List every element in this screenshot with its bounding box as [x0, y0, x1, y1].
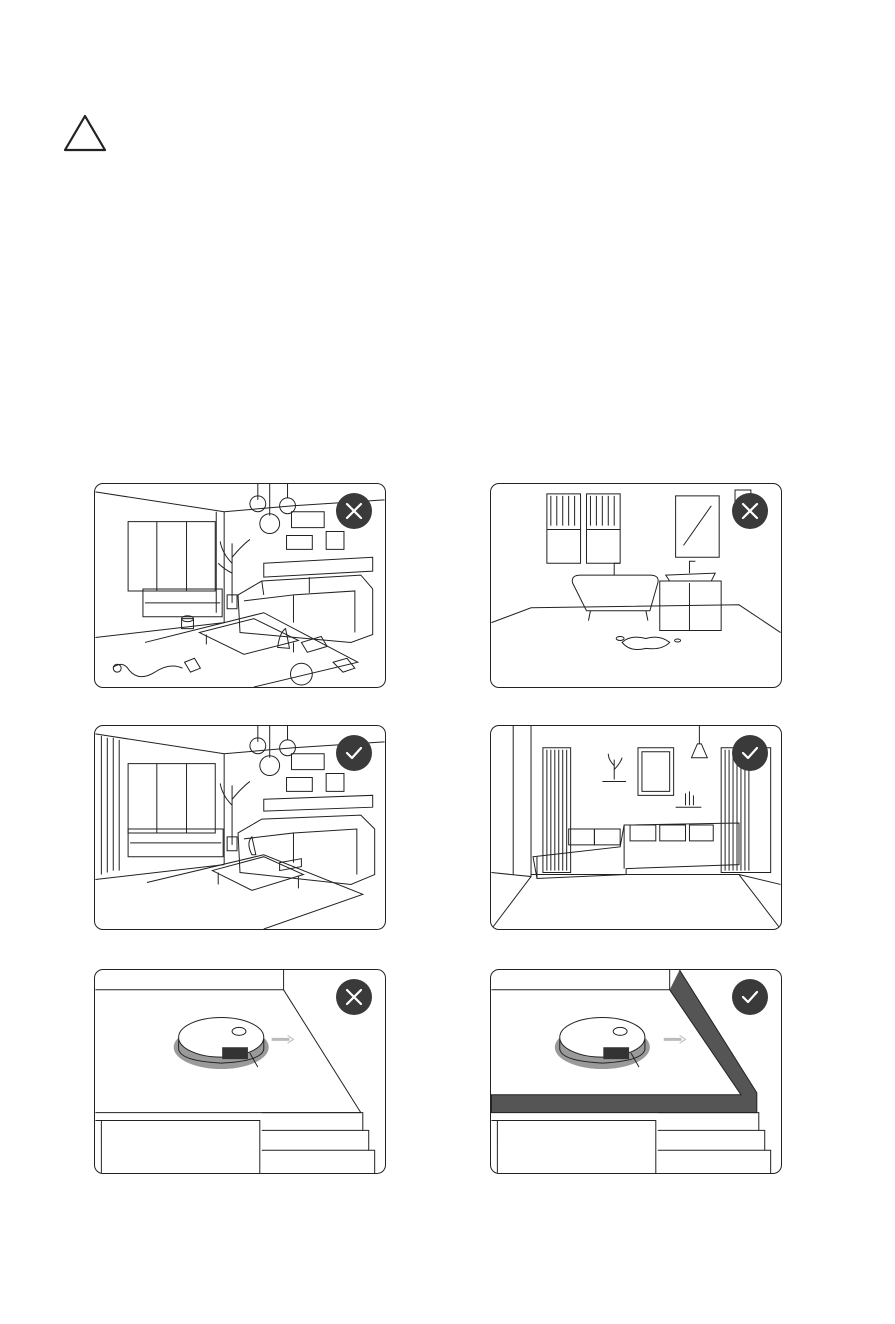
cross-badge — [732, 493, 768, 529]
check-badge — [732, 735, 768, 771]
cross-icon — [343, 986, 365, 1008]
check-icon — [739, 986, 761, 1008]
scene-robot-barrier-edge — [490, 969, 782, 1174]
cross-badge — [336, 493, 372, 529]
check-badge — [336, 735, 372, 771]
check-icon — [343, 742, 365, 764]
scene-robot-unprotected-edge — [94, 969, 386, 1174]
check-icon — [739, 742, 761, 764]
scene-tidy-living-room — [94, 725, 386, 930]
scene-cluttered-living-room — [94, 483, 386, 688]
cross-icon — [343, 500, 365, 522]
warning-triangle-icon — [62, 113, 108, 153]
cross-badge — [336, 979, 372, 1015]
check-badge — [732, 979, 768, 1015]
scene-bathroom-wet-floor — [490, 483, 782, 688]
scene-clear-living-room — [490, 725, 782, 930]
cross-icon — [739, 500, 761, 522]
